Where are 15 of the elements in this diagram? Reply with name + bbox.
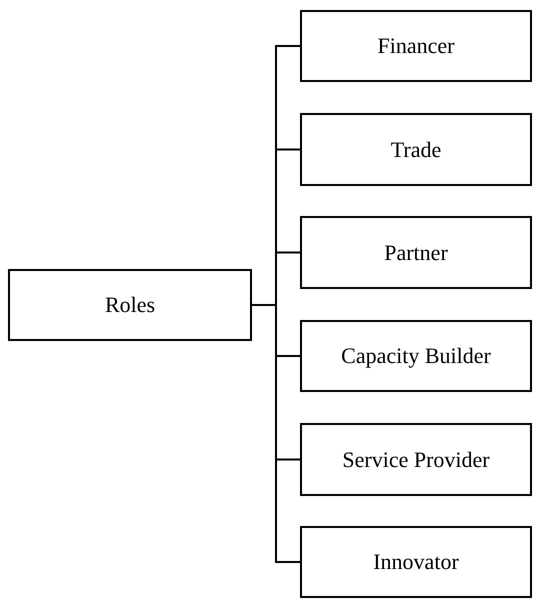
box-label: Roles — [104, 291, 156, 319]
process-box — [300, 320, 532, 392]
box-label: Innovator — [373, 548, 459, 576]
process-box — [300, 526, 532, 598]
box-label: Service Provider — [342, 446, 490, 474]
process-box — [300, 216, 532, 289]
process-box — [8, 269, 252, 341]
box-label: Trade — [390, 136, 442, 164]
process-box — [300, 423, 532, 496]
connector-line — [252, 304, 300, 563]
process-box — [300, 113, 532, 186]
box-label: Capacity Builder — [341, 342, 491, 370]
process-box — [300, 10, 532, 82]
box-label: Partner — [384, 238, 448, 266]
box-label: Financer — [378, 32, 454, 60]
